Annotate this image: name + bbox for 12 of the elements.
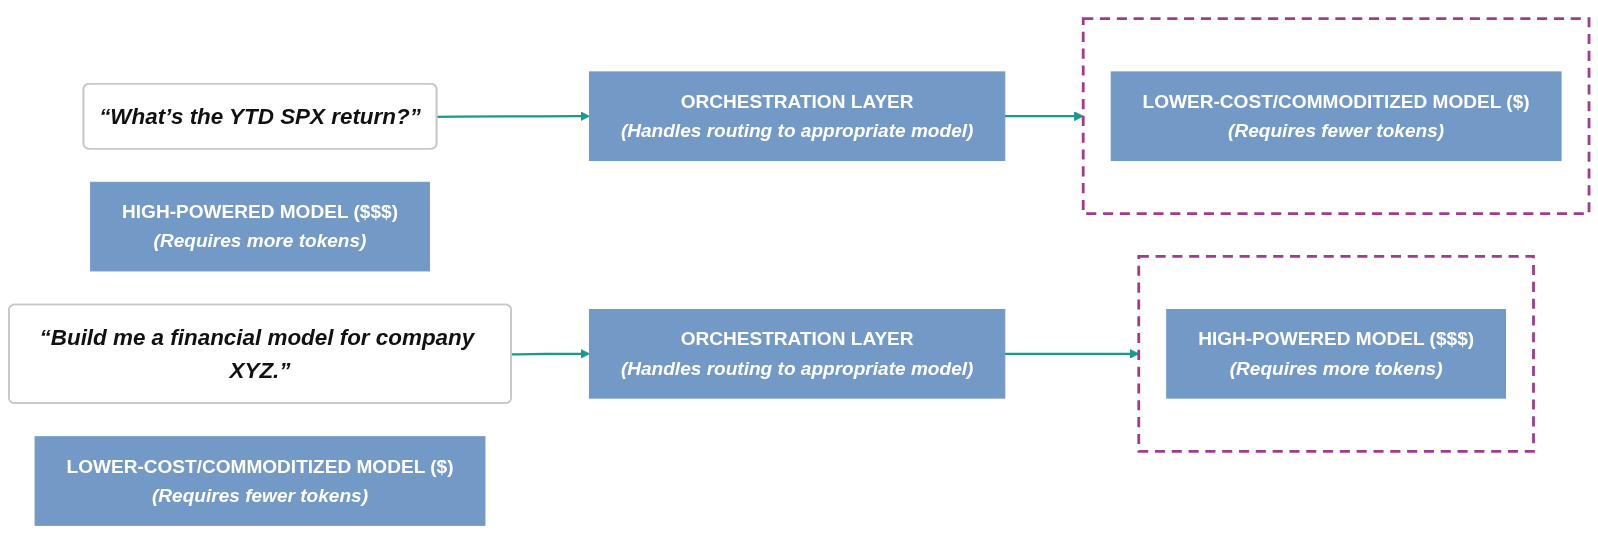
cluster <box>1081 17 1591 216</box>
node-box: HIGH-POWERED MODEL ($$$) (Requires more tokens) <box>1166 309 1507 399</box>
cluster <box>1137 254 1535 453</box>
node-box: LOWER-COST/COMMODITIZED MODEL ($) (Requires fewer tokens) <box>34 436 486 526</box>
node-box: ORCHESTRATION LAYER (Handles routing to appropriate model) <box>588 71 1006 162</box>
arrow <box>1004 111 1084 122</box>
arrow <box>1004 348 1140 359</box>
arrow <box>437 111 590 122</box>
node-box: LOWER-COST/COMMODITIZED MODEL ($) (Requires fewer tokens) <box>1110 71 1562 162</box>
arrow <box>511 348 590 359</box>
node-box: HIGH-POWERED MODEL ($$$) (Requires more tokens) <box>90 181 430 272</box>
node-box: ORCHESTRATION LAYER (Handles routing to appropriate model) <box>588 309 1006 399</box>
